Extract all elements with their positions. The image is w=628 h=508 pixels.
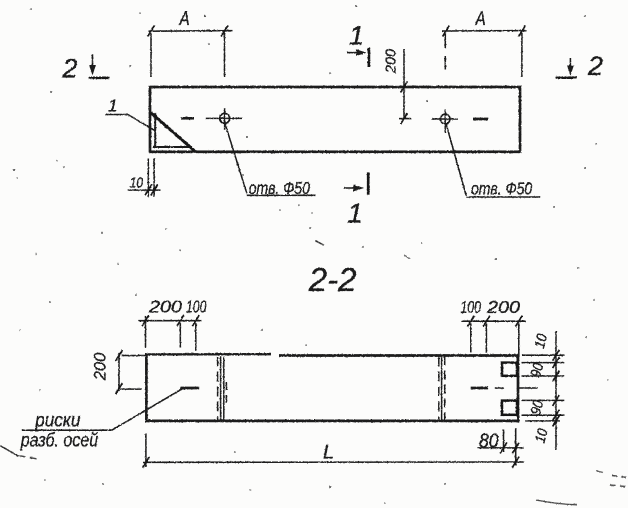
- svg-text:1: 1: [347, 198, 363, 229]
- svg-text:2-2: 2-2: [308, 261, 357, 298]
- svg-text:A: A: [475, 8, 486, 30]
- svg-text:10: 10: [531, 332, 550, 350]
- svg-text:90: 90: [527, 398, 546, 416]
- svg-text:отв. Ф50: отв. Ф50: [249, 179, 310, 198]
- svg-text:10: 10: [532, 427, 551, 445]
- svg-text:200: 200: [486, 298, 521, 318]
- svg-text:100: 100: [186, 297, 207, 317]
- svg-text:80: 80: [479, 429, 499, 451]
- svg-text:L: L: [323, 441, 334, 463]
- svg-text:риски: риски: [34, 410, 80, 431]
- svg-text:1: 1: [349, 21, 364, 51]
- svg-text:100: 100: [461, 298, 482, 318]
- svg-text:200: 200: [384, 49, 400, 74]
- svg-text:1: 1: [108, 95, 118, 115]
- svg-text:200: 200: [148, 297, 183, 317]
- svg-text:10: 10: [130, 174, 144, 191]
- svg-text:2: 2: [61, 54, 77, 84]
- svg-text:200: 200: [92, 352, 110, 381]
- svg-text:2: 2: [587, 51, 603, 81]
- svg-text:90: 90: [527, 361, 546, 379]
- svg-text:A: A: [179, 7, 190, 29]
- svg-text:разб. осей: разб. осей: [20, 429, 99, 451]
- svg-text:отв. Ф50: отв. Ф50: [471, 180, 532, 199]
